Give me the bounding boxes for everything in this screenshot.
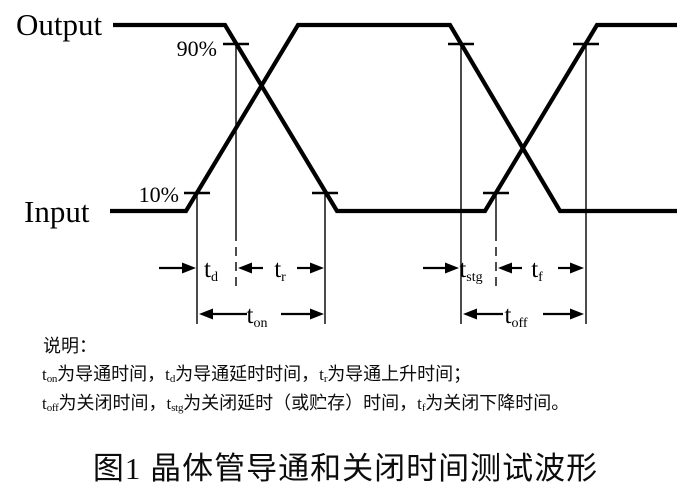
t-f-symbol: tf	[417, 394, 426, 414]
t-on-symbol: ton	[42, 365, 58, 385]
arrowhead-left-icon	[238, 262, 252, 274]
note-text: 为导通时间，	[57, 364, 166, 384]
td-label: td	[204, 256, 218, 285]
tr-label: tr	[274, 256, 286, 285]
arrowhead-left-icon	[498, 262, 512, 274]
t-off-symbol: toff	[42, 394, 59, 414]
arrowhead-right-icon	[310, 262, 324, 274]
arrowhead-left-icon	[463, 308, 477, 320]
note-text: 为关闭时间，	[58, 393, 167, 413]
dimension-arrows-turn-off	[423, 262, 584, 320]
tf-label: tf	[531, 256, 543, 285]
arrowhead-right-icon	[570, 308, 584, 320]
output-label: Output	[16, 7, 103, 42]
ton-label: ton	[247, 302, 268, 331]
note-line-turn-off: toff为关闭时间，tstg为关闭延时（或贮存）时间，tf为关闭下降时间。	[42, 391, 569, 420]
note-text: 为关闭延时（或贮存）时间，	[183, 393, 418, 413]
output-waveform-trace	[113, 22, 677, 214]
waveform-diagram: Output Input 90% 10% td tr ton tstg tf t…	[16, 7, 677, 331]
t-stg-symbol: tstg	[166, 394, 184, 414]
notes-heading: 说明：	[43, 336, 97, 356]
t-d-symbol: td	[165, 365, 176, 385]
note-text: 为导通上升时间；	[327, 364, 472, 384]
figure-caption: 图1 晶体管导通和关闭时间测试波形	[92, 451, 599, 486]
note-text: 为关闭下降时间。	[425, 393, 570, 413]
input-label: Input	[24, 194, 90, 229]
toff-label: toff	[504, 302, 527, 331]
arrowhead-right-icon	[445, 262, 459, 274]
level-10-label: 10%	[139, 182, 179, 207]
input-waveform-trace	[110, 22, 677, 214]
level-90-label: 90%	[177, 36, 217, 61]
t-r-symbol: tr	[319, 365, 328, 385]
arrowhead-right-icon	[570, 262, 584, 274]
dimension-lines	[196, 44, 587, 324]
dimension-arrows-turn-on	[159, 262, 324, 320]
note-text: 为导通延时时间，	[175, 364, 320, 384]
arrowhead-right-icon	[182, 262, 196, 274]
arrowhead-right-icon	[310, 308, 324, 320]
note-line-turn-on: ton为导通时间，td为导通延时时间，tr为导通上升时间；	[42, 362, 471, 391]
tstg-label: tstg	[459, 256, 482, 285]
arrowhead-left-icon	[199, 308, 213, 320]
